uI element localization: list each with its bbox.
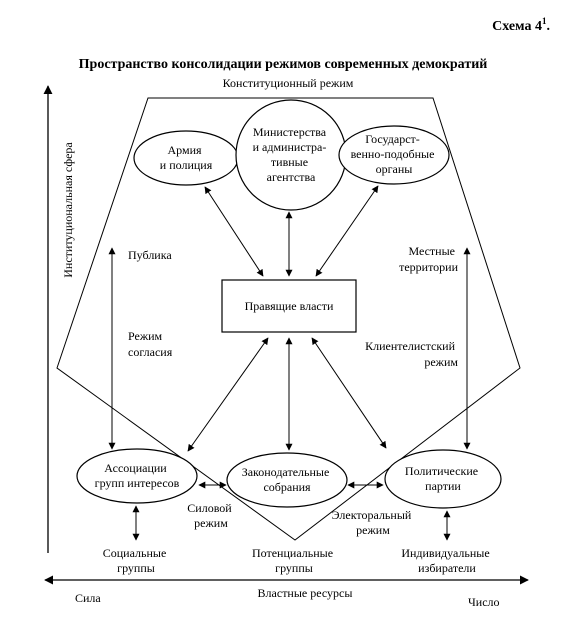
ruling-authorities-box: [221, 279, 357, 333]
ministries-label: Министерства и администра- тивные агентс…: [253, 125, 330, 184]
scheme-label: Схема 41.: [492, 16, 550, 34]
interest-groups-node: [76, 448, 198, 504]
electoral-regime-label: Электоральный режим: [332, 508, 415, 537]
arrow-army-to-ruling: [204, 186, 264, 277]
consent-regime-label: Режим согласия: [128, 329, 173, 359]
axis-label-power-resources: Властные ресурсы: [258, 586, 353, 600]
connector-arrows: [108, 185, 471, 541]
interest-groups-label: Ассоциации групп интересов: [95, 461, 180, 490]
state-like-bodies-node: [338, 125, 450, 185]
state-like-bodies-label: Государст- венно-подобные органы: [351, 132, 438, 176]
social-groups-label: Социальные группы: [103, 546, 170, 575]
institutional-sphere-label: Институциональная сфера: [61, 142, 75, 278]
ruling-authorities-label: Правящие власти: [245, 299, 334, 313]
local-territories-label: Местные территории: [399, 244, 459, 274]
arrow-ruling-to-parties: [311, 337, 387, 449]
axis-label-force: Сила: [75, 591, 101, 605]
political-parties-node: [384, 449, 502, 509]
individual-voters-label: Индивидуальные избиратели: [401, 546, 492, 575]
constitutional-regime-label: Конституционный режим: [223, 76, 354, 90]
potential-groups-label: Потенциальные группы: [252, 546, 336, 575]
public-label: Публика: [128, 248, 172, 262]
axis-label-number: Число: [468, 595, 500, 609]
legislatures-label: Законодательные собрания: [242, 465, 333, 494]
arrow-state-like-to-ruling: [315, 185, 379, 277]
arrow-ruling-to-interest-groups: [187, 337, 269, 452]
constitutional-regime-polygon: [56, 97, 521, 541]
clientelist-regime-label: Клиентелистский режим: [365, 339, 458, 369]
legislatures-node: [226, 452, 348, 508]
army-police-label: Армия и полиция: [160, 143, 213, 172]
diagram-title: Пространство консолидации режимов соврем…: [79, 57, 488, 72]
political-parties-label: Политические партии: [405, 464, 481, 493]
force-regime-label: Силовой режим: [187, 501, 234, 530]
